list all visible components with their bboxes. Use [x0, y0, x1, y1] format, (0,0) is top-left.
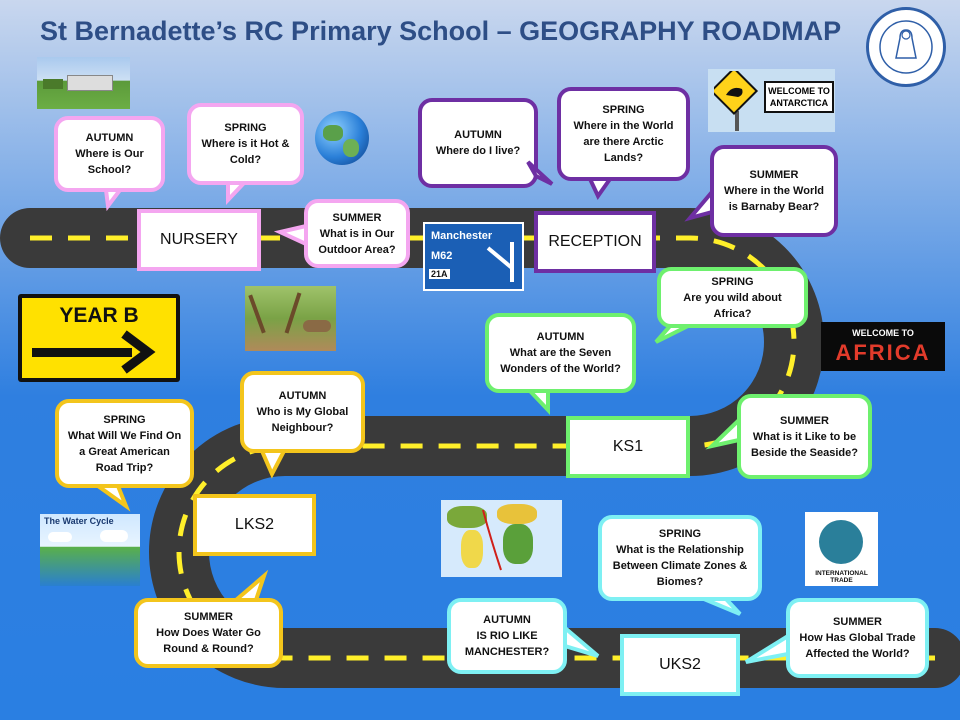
- road-sign-city: Manchester: [431, 230, 493, 242]
- arrow-right-icon: [32, 330, 156, 374]
- bubble-uks2-spring[interactable]: SPRING What is the Relationship Between …: [598, 515, 762, 601]
- bubble-text: What is it Like to be Beside the Seaside…: [751, 430, 858, 459]
- bubble-reception-summer[interactable]: SUMMER Where in the World is Barnaby Bea…: [710, 145, 838, 237]
- bubble-term: SUMMER: [184, 611, 233, 623]
- route-line-icon: [482, 509, 502, 571]
- road-sign-junction: 21A: [429, 269, 450, 279]
- year-sign: YEAR B: [18, 294, 180, 382]
- bubble-term: SUMMER: [833, 616, 882, 628]
- bubble-text: Where do I live?: [435, 145, 521, 157]
- bubble-term: SUMMER: [749, 169, 799, 181]
- bubble-term: SPRING: [103, 413, 146, 426]
- bubble-text: Where in the World are there Arctic Land…: [573, 120, 674, 164]
- bubble-lks2-summer[interactable]: SUMMER How Does Water Go Round & Round?: [134, 598, 283, 668]
- bubble-term: AUTUMN: [85, 132, 134, 144]
- warning-sign-icon: [714, 71, 759, 131]
- international-trade-image: INTERNATIONAL TRADE: [805, 512, 878, 586]
- stage-reception[interactable]: RECEPTION: [534, 211, 656, 273]
- school-photo: [37, 57, 130, 109]
- year-label: YEAR B: [59, 304, 139, 327]
- bubble-text: How Does Water Go Round & Round?: [156, 627, 261, 655]
- stage-ks1[interactable]: KS1: [566, 416, 690, 478]
- bubble-term: AUTUMN: [454, 129, 502, 141]
- stage-lks2[interactable]: LKS2: [193, 494, 316, 556]
- stage-reception-label: RECEPTION: [548, 233, 642, 250]
- bubble-reception-spring[interactable]: SPRING Where in the World are there Arct…: [557, 87, 690, 181]
- bubble-text: IS RIO LIKE MANCHESTER?: [464, 630, 550, 658]
- stage-lks2-label: LKS2: [234, 516, 275, 533]
- bubble-text: What are the Seven Wonders of the World?: [500, 347, 621, 375]
- bubble-nursery-summer[interactable]: SUMMER What is in Our Outdoor Area?: [304, 199, 410, 268]
- bubble-term: AUTUMN: [536, 331, 585, 343]
- stage-ks1-label: KS1: [612, 438, 644, 455]
- bubble-text: Who is My Global Neighbour?: [256, 406, 349, 434]
- bubble-nursery-autumn[interactable]: AUTUMN Where is Our School?: [54, 116, 165, 192]
- bubble-term: SPRING: [711, 275, 754, 288]
- page-title: St Bernadette’s RC Primary School – GEOG…: [40, 16, 842, 46]
- outdoor-area-photo: [245, 286, 336, 351]
- bubble-text: Where is Our School?: [75, 148, 144, 176]
- africa-line1: WELCOME TO: [852, 328, 914, 338]
- bubble-text: Where is it Hot & Cold?: [201, 138, 290, 166]
- bubble-text: How Has Global Trade Affected the World?: [799, 632, 916, 660]
- water-cycle-image: The Water Cycle: [40, 514, 140, 586]
- school-logo: [866, 7, 946, 87]
- bubble-term: SUMMER: [780, 414, 829, 427]
- antarctica-text: WELCOME TO ANTARCTICA: [764, 81, 834, 113]
- bubble-text: Are you wild about Africa?: [683, 291, 782, 320]
- bubble-ks1-autumn[interactable]: AUTUMN What are the Seven Wonders of the…: [485, 313, 636, 393]
- road-sign-road: M62: [431, 250, 453, 262]
- stage-uks2-label: UKS2: [659, 656, 701, 673]
- world-map-image: [441, 500, 562, 577]
- bubble-text: What is in Our Outdoor Area?: [318, 227, 396, 256]
- bubble-reception-autumn[interactable]: AUTUMN Where do I live?: [418, 98, 538, 188]
- bubble-term: SUMMER: [332, 211, 382, 224]
- bubble-term: AUTUMN: [278, 390, 327, 402]
- bubble-term: SPRING: [224, 122, 267, 134]
- bubble-term: AUTUMN: [483, 614, 531, 626]
- globe-image: [315, 111, 369, 165]
- bubble-lks2-spring[interactable]: SPRING What Will We Find On a Great Amer…: [55, 399, 194, 488]
- bubble-term: SPRING: [602, 104, 645, 116]
- bubble-text: What is the Relationship Between Climate…: [612, 544, 748, 588]
- water-cycle-title: The Water Cycle: [44, 516, 114, 526]
- bubble-ks1-spring[interactable]: SPRING Are you wild about Africa?: [657, 267, 808, 328]
- manchester-road-sign: Manchester M62 21A: [423, 222, 524, 291]
- antarctica-sign: WELCOME TO ANTARCTICA: [708, 69, 835, 132]
- school-crest-icon: [879, 20, 933, 74]
- africa-sign: WELCOME TO AFRICA: [821, 322, 945, 371]
- stage-uks2[interactable]: UKS2: [620, 634, 740, 696]
- stage-nursery-label: NURSERY: [160, 231, 238, 248]
- stage-nursery[interactable]: NURSERY: [137, 209, 261, 271]
- junction-arrow-icon: [486, 242, 514, 282]
- trade-caption: INTERNATIONAL TRADE: [815, 570, 868, 584]
- bubble-text: Where in the World is Barnaby Bear?: [723, 185, 825, 213]
- bubble-uks2-autumn[interactable]: AUTUMN IS RIO LIKE MANCHESTER?: [447, 598, 567, 674]
- bubble-nursery-spring[interactable]: SPRING Where is it Hot & Cold?: [187, 103, 304, 185]
- bubble-uks2-summer[interactable]: SUMMER How Has Global Trade Affected the…: [786, 598, 929, 678]
- africa-line2: AFRICA: [835, 340, 931, 365]
- bubble-term: SPRING: [658, 528, 702, 540]
- bubble-ks1-summer[interactable]: SUMMER What is it Like to be Beside the …: [737, 394, 872, 479]
- bubble-lks2-autumn[interactable]: AUTUMN Who is My Global Neighbour?: [240, 371, 365, 453]
- bubble-text: What Will We Find On a Great American Ro…: [67, 429, 182, 474]
